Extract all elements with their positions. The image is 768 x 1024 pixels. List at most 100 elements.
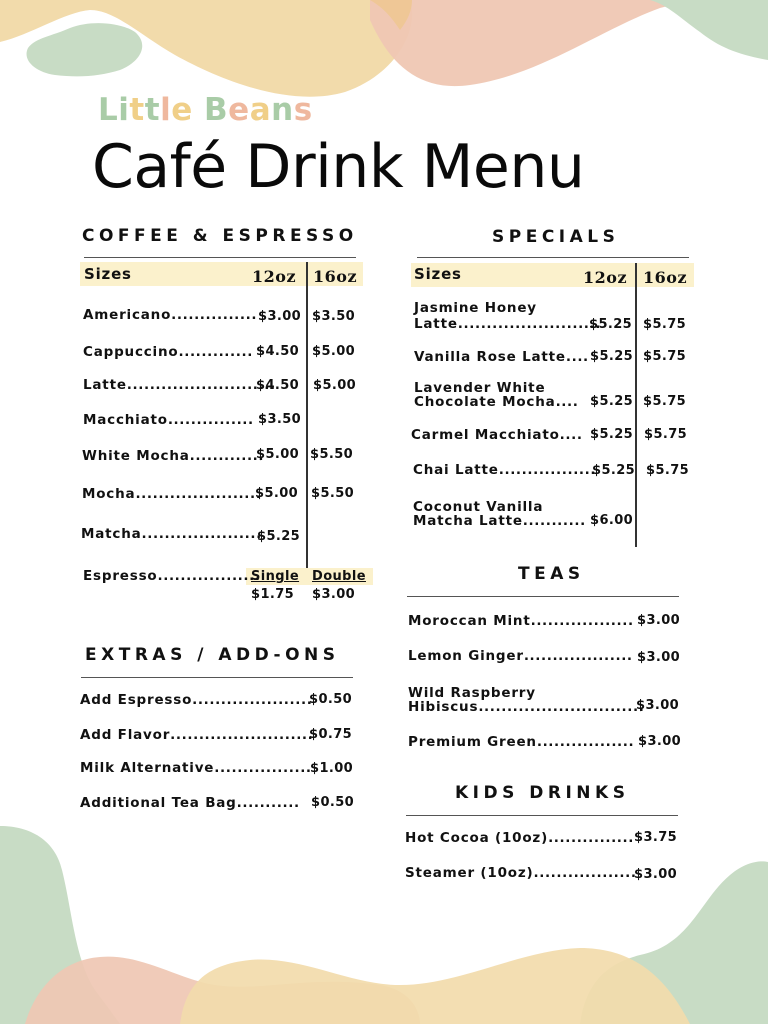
- price-12oz: $5.00: [255, 486, 299, 501]
- top-peach-wave: [370, 0, 768, 87]
- menu-item-matcha: Matcha.....................: [81, 526, 262, 542]
- price-12oz: $5.25: [590, 349, 634, 364]
- price-12oz: $4.50: [256, 344, 300, 359]
- menu-item-lavender-white-chocolate-mocha: Chocolate Mocha....: [414, 394, 579, 410]
- kids-divider: [406, 815, 678, 816]
- brand-letter: e: [171, 92, 193, 128]
- specials-column-divider: [635, 263, 637, 547]
- menu-item-coconut-vanilla-matcha-latte-line1: Coconut Vanilla: [413, 499, 544, 515]
- price-12oz: $5.25: [257, 529, 301, 544]
- menu-item-hot-cocoa: Hot Cocoa (10oz)...............: [405, 830, 634, 846]
- top-left-green-blob: [26, 23, 143, 77]
- brand-letter: t: [129, 92, 145, 128]
- menu-item-additional-tea-bag: Additional Tea Bag...........: [80, 795, 300, 811]
- coffee-section-heading: COFFEE & ESPRESSO: [82, 226, 358, 246]
- coffee-12oz-label: 12oz: [252, 267, 297, 286]
- brand-letter: l: [160, 92, 172, 128]
- coffee-divider: [84, 257, 356, 258]
- specials-divider: [417, 257, 689, 258]
- coffee-column-divider: [306, 262, 308, 570]
- espresso-single-price: $1.75: [251, 587, 295, 602]
- brand-letter: i: [118, 92, 130, 128]
- menu-item-add-flavor: Add Flavor.........................: [80, 727, 314, 743]
- price-16oz: $5.50: [310, 447, 354, 462]
- menu-item-steamer: Steamer (10oz)..................: [405, 865, 637, 881]
- brand-letter: B: [204, 92, 229, 128]
- menu-item-white-mocha: White Mocha.............: [82, 448, 265, 464]
- price-12oz: $5.25: [590, 394, 634, 409]
- brand-letter: n: [271, 92, 294, 128]
- price-16oz: $3.50: [312, 309, 356, 324]
- price-12oz: $3.00: [258, 309, 302, 324]
- menu-item-macchiato: Macchiato...............: [83, 412, 254, 428]
- bottom-left-green: [0, 826, 120, 1024]
- specials-12oz-label: 12oz: [583, 268, 628, 287]
- extras-section-heading: EXTRAS / ADD-ONS: [85, 645, 340, 665]
- price-12oz: $5.25: [592, 463, 636, 478]
- coffee-size-header-band: [80, 262, 363, 286]
- menu-item-chai-latte: Chai Latte.................: [413, 462, 597, 478]
- bottom-sand-wave: [180, 948, 690, 1024]
- price: $3.75: [634, 830, 678, 845]
- price-12oz: $5.25: [590, 427, 634, 442]
- price: $3.00: [637, 650, 681, 665]
- price-12oz: $6.00: [590, 513, 634, 528]
- brand-name: Little Beans: [98, 92, 313, 128]
- coffee-sizes-label: Sizes: [84, 265, 132, 283]
- brand-letter: t: [144, 92, 161, 128]
- menu-item-jasmine-honey-latte: Latte.........................: [414, 316, 601, 332]
- brand-letter: e: [228, 92, 250, 128]
- price: $3.00: [634, 867, 678, 882]
- price-16oz: $5.75: [646, 463, 690, 478]
- menu-item-latte: Latte..........................: [83, 377, 276, 393]
- menu-item-moroccan-mint: Moroccan Mint..................: [408, 613, 634, 629]
- specials-size-header-band: [411, 263, 694, 287]
- price: $3.00: [638, 734, 682, 749]
- menu-item-coconut-vanilla-matcha-latte: Matcha Latte...........: [413, 513, 586, 529]
- price: $0.50: [311, 795, 355, 810]
- price-12oz: $5.00: [256, 447, 300, 462]
- price-16oz: $5.50: [311, 486, 355, 501]
- price: $0.75: [309, 727, 353, 742]
- price: $0.50: [309, 692, 353, 707]
- menu-item-vanilla-rose-latte: Vanilla Rose Latte....: [414, 349, 589, 365]
- menu-item-wild-raspberry-hibiscus: Hibiscus.............................: [408, 699, 645, 715]
- price-16oz: $5.75: [643, 349, 687, 364]
- espresso-double-label: Double: [312, 569, 366, 584]
- top-right-green: [650, 0, 768, 60]
- price: $3.00: [636, 698, 680, 713]
- price-16oz: $5.00: [313, 378, 357, 393]
- top-sand-overlap: [370, 0, 412, 30]
- price-12oz: $3.50: [258, 412, 302, 427]
- price: $3.00: [637, 613, 681, 628]
- menu-item-add-espresso: Add Espresso.....................: [80, 692, 313, 708]
- specials-sizes-label: Sizes: [414, 265, 462, 283]
- brand-letter: a: [249, 92, 272, 128]
- menu-item-wild-raspberry-hibiscus-line1: Wild Raspberry: [408, 685, 536, 701]
- extras-divider: [81, 677, 353, 678]
- menu-item-jasmine-honey-latte-line1: Jasmine Honey: [414, 300, 537, 316]
- kids-section-heading: KIDS DRINKS: [455, 783, 630, 803]
- menu-item-carmel-macchiato: Carmel Macchiato....: [411, 427, 583, 443]
- espresso-shot-header-band: [246, 568, 373, 585]
- menu-item-americano: Americano...............: [83, 307, 258, 323]
- brand-letter: L: [98, 92, 119, 128]
- menu-item-milk-alternative: Milk Alternative.................: [80, 760, 312, 776]
- teas-section-heading: TEAS: [518, 564, 585, 584]
- page-title: Café Drink Menu: [92, 132, 585, 202]
- menu-item-espresso: Espresso..................: [83, 568, 261, 584]
- espresso-double-price: $3.00: [312, 587, 356, 602]
- teas-divider: [407, 596, 679, 597]
- menu-item-mocha: Mocha......................: [82, 486, 262, 502]
- price-12oz: $5.25: [589, 317, 633, 332]
- top-sand-wave: [0, 0, 413, 97]
- price-16oz: $5.00: [312, 344, 356, 359]
- specials-section-heading: SPECIALS: [492, 227, 620, 247]
- specials-16oz-label: 16oz: [643, 268, 688, 287]
- price-12oz: $4.50: [256, 378, 300, 393]
- menu-item-lavender-white-chocolate-mocha-line1: Lavender White: [414, 380, 546, 396]
- brand-letter: s: [293, 92, 313, 128]
- menu-item-cappuccino: Cappuccino.............: [83, 344, 253, 360]
